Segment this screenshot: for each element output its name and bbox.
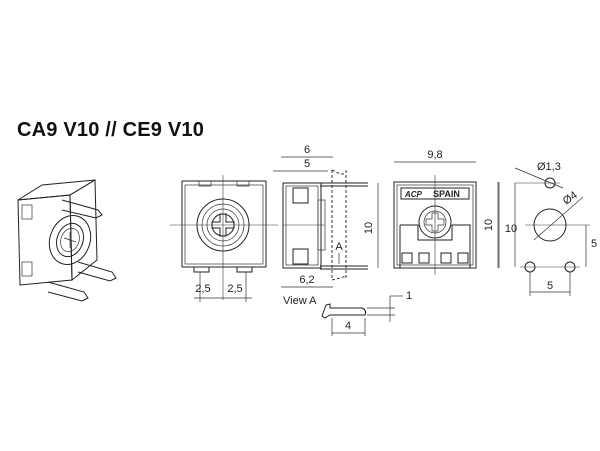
dim-footprint-height: 10	[505, 223, 517, 235]
logo-marking: ACP	[404, 190, 423, 199]
section-marker: A	[335, 241, 343, 253]
dim-pitch-left: 2,5	[195, 283, 210, 295]
page-title: CA9 V10 // CE9 V10	[17, 119, 205, 141]
dim-pitch-right: 2,5	[227, 283, 242, 295]
view-a-label: View A	[283, 295, 317, 307]
dim-pin-spacing: 5	[547, 280, 553, 292]
dim-back-height: 10	[483, 219, 495, 231]
view-a: View A 4 1	[283, 290, 412, 336]
dim-body-width: 5	[304, 158, 310, 170]
isometric-view	[17, 179, 117, 302]
dim-top-width: 6	[304, 144, 310, 156]
dim-back-width: 9,8	[427, 149, 442, 161]
dim-length: 4	[345, 320, 351, 332]
back-view: ACP SPAIN 9,8 10	[393, 149, 499, 275]
dim-pin-hole: Ø1,3	[537, 161, 561, 173]
dim-center-hole: Ø4	[561, 189, 580, 207]
spain-marking: SPAIN	[433, 189, 460, 199]
front-view: 2,5 2,5	[170, 175, 278, 302]
dim-base-width: 6,2	[299, 274, 314, 286]
dim-height: 10	[363, 222, 375, 234]
dim-half-height: 5	[591, 238, 597, 250]
dim-thickness: 1	[406, 290, 412, 302]
side-view: 6 5 6,2 10 A	[273, 144, 379, 288]
footprint-view: Ø1,3 Ø4 10 5 5	[498, 161, 597, 296]
